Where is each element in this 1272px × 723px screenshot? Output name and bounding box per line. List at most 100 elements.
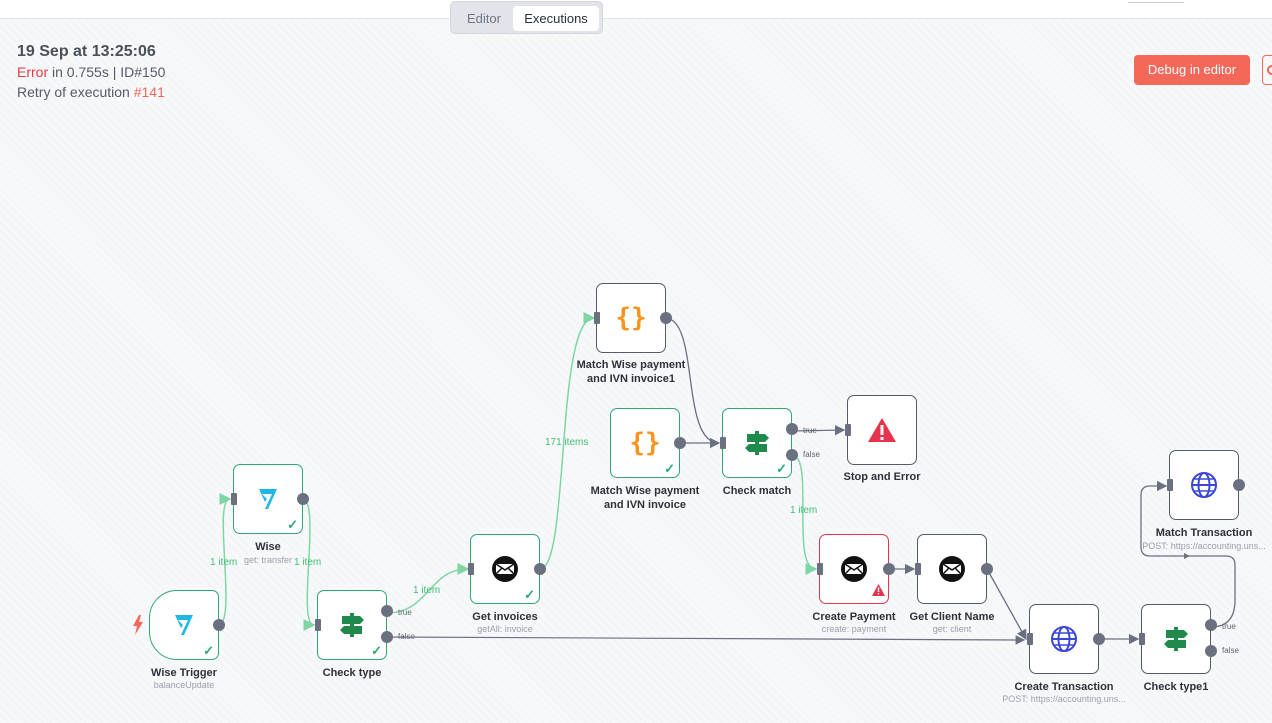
debug-in-editor-button[interactable]: Debug in editor	[1134, 55, 1250, 85]
edge-label-trigger-wise: 1 item	[210, 557, 238, 568]
output-port[interactable]	[297, 493, 309, 505]
node-match-wise-payment-1[interactable]: {}	[594, 283, 672, 353]
output-port[interactable]	[1233, 479, 1245, 491]
view-tabs: Editor Executions	[450, 1, 603, 34]
node-label: Wise Trigger	[151, 667, 217, 679]
retry-button[interactable]	[1262, 55, 1272, 85]
success-check-icon: ✓	[371, 643, 382, 658]
output-port-false[interactable]	[381, 631, 393, 643]
node-check-type1[interactable]	[1139, 604, 1217, 674]
node-subtitle: POST: https://accounting.uns...	[1002, 694, 1126, 704]
wise-icon	[172, 612, 196, 638]
node-wise-trigger[interactable]: ✓	[149, 590, 225, 660]
node-check-match[interactable]: ✓	[720, 408, 798, 478]
success-check-icon: ✓	[776, 461, 787, 476]
output-port[interactable]	[660, 312, 672, 324]
input-port[interactable]	[720, 437, 726, 449]
success-check-icon: ✓	[524, 587, 535, 602]
node-match-wise-payment[interactable]: {} ✓	[610, 408, 686, 478]
edge-match1-checkmatch	[664, 317, 721, 449]
node-label: Wise	[255, 541, 281, 553]
node-label: Check type	[322, 667, 382, 679]
edge-checktype-transaction	[385, 635, 1026, 645]
node-stop-and-error[interactable]	[845, 395, 917, 465]
top-bar	[0, 0, 1272, 19]
input-port[interactable]	[817, 563, 823, 575]
success-check-icon: ✓	[664, 461, 675, 476]
input-port[interactable]	[1027, 633, 1033, 645]
globe-icon	[1190, 471, 1218, 499]
output-port[interactable]	[213, 619, 225, 631]
node-subtitle: getAll: invoice	[477, 624, 533, 634]
execution-date: 19 Sep at 13:25:06	[17, 43, 156, 60]
edge-checkmatch-stop	[791, 424, 846, 436]
output-port[interactable]	[674, 437, 686, 449]
tab-executions[interactable]: Executions	[513, 6, 599, 31]
output-label-false: false	[398, 632, 415, 641]
node-label: Check type1	[1143, 681, 1209, 693]
retry-execution-link[interactable]: #141	[133, 84, 165, 100]
node-label: Get invoices	[472, 611, 538, 623]
globe-icon	[1050, 625, 1078, 653]
node-label: Create Transaction	[1014, 681, 1114, 693]
node-check-type[interactable]: ✓	[315, 590, 393, 660]
input-port[interactable]	[231, 493, 237, 505]
output-port-false[interactable]	[786, 449, 798, 461]
retry-text: Retry of execution	[17, 84, 134, 100]
node-label: Check match	[722, 485, 792, 497]
tab-editor[interactable]: Editor	[467, 11, 501, 26]
output-port[interactable]	[534, 563, 546, 575]
input-port[interactable]	[1167, 479, 1173, 491]
retry-icon	[1267, 65, 1272, 75]
success-check-icon: ✓	[203, 643, 214, 658]
input-port[interactable]	[468, 563, 474, 575]
node-create-transaction[interactable]	[1027, 604, 1105, 674]
node-subtitle: get: transfer	[243, 555, 293, 565]
node-get-invoices[interactable]: ✓	[468, 534, 546, 604]
output-port-false[interactable]	[1205, 645, 1217, 657]
node-wise[interactable]: ✓	[231, 464, 309, 534]
invoice-ninja-icon	[840, 555, 868, 583]
input-port[interactable]	[1139, 633, 1145, 645]
output-label-true: true	[1222, 622, 1236, 631]
invoice-ninja-icon	[938, 555, 966, 583]
input-port[interactable]	[845, 424, 851, 436]
node-subtitle: POST: https://accounting.uns...	[1142, 541, 1266, 551]
edge-label-check-invoices: 1 item	[413, 585, 441, 596]
signpost-icon	[743, 429, 771, 457]
edge-label-checkmatch-payment: 1 item	[790, 505, 818, 516]
node-subtitle: balanceUpdate	[153, 680, 215, 690]
wise-icon	[256, 486, 280, 512]
invoice-ninja-icon	[491, 555, 519, 583]
output-label-true: true	[803, 426, 817, 435]
input-port[interactable]	[594, 312, 600, 324]
input-port[interactable]	[915, 563, 921, 575]
node-get-client-name[interactable]	[915, 534, 993, 604]
output-port[interactable]	[1093, 633, 1105, 645]
warning-icon	[867, 417, 897, 443]
output-label-false: false	[803, 450, 820, 459]
signpost-icon	[338, 611, 366, 639]
execution-status: Error	[17, 64, 49, 80]
edge-label-wise-check: 1 item	[294, 557, 322, 568]
output-label-true: true	[398, 608, 412, 617]
edge-checktype1-matchtransaction	[1140, 480, 1236, 628]
header-button-stub[interactable]	[1128, 0, 1184, 3]
node-label: Stop and Error	[843, 471, 921, 483]
edge-checkmatch-payment	[791, 454, 818, 575]
edge-invoices-match1	[539, 312, 596, 570]
output-port-true[interactable]	[786, 423, 798, 435]
node-match-transaction[interactable]	[1167, 450, 1245, 520]
output-port-true[interactable]	[381, 605, 393, 617]
input-port[interactable]	[315, 619, 321, 631]
error-warning-icon	[872, 583, 885, 601]
output-port[interactable]	[981, 563, 993, 575]
node-create-payment[interactable]	[817, 534, 895, 604]
node-label: Match Transaction	[1155, 527, 1253, 539]
output-port[interactable]	[883, 563, 895, 575]
edge-client-transaction	[986, 568, 1027, 641]
output-port-true[interactable]	[1205, 619, 1217, 631]
edge-wise-checktype	[301, 498, 316, 631]
